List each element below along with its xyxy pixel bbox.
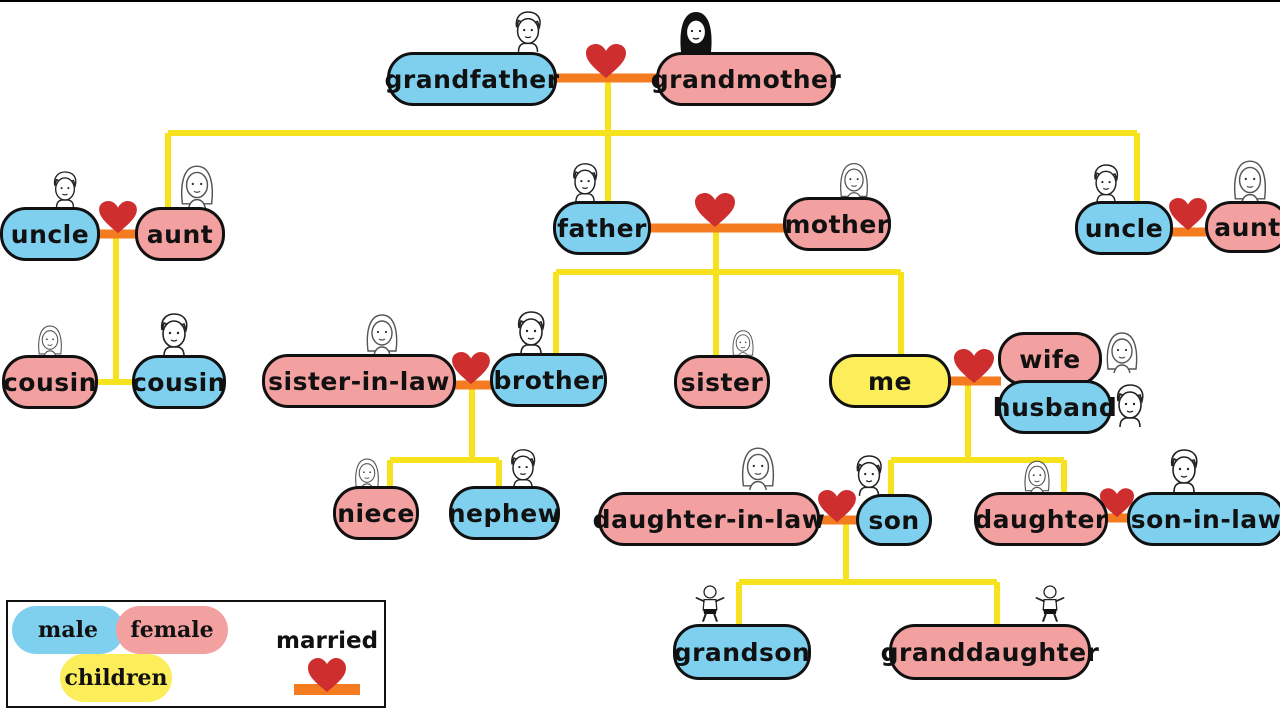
- man-face-icon: [856, 455, 882, 496]
- node-wife: wife: [998, 332, 1102, 386]
- legend-female: female: [116, 606, 228, 654]
- man-face-icon: [573, 163, 598, 202]
- man-face-icon: [1116, 384, 1144, 428]
- node-granddaughter: granddaughter: [881, 624, 1099, 680]
- woman-face-icon: [38, 325, 62, 357]
- baby-icon: [695, 584, 725, 622]
- woman-face-icon: [732, 330, 754, 358]
- man-face-icon: [1094, 164, 1119, 203]
- legend-married-icon: [294, 658, 360, 695]
- node-daughter: daughter: [974, 492, 1108, 546]
- node-son-in-law: son-in-law: [1127, 492, 1280, 546]
- heart-icon: [452, 352, 490, 385]
- node-sister: sister: [674, 355, 770, 409]
- node-aunt-left: aunt: [135, 207, 225, 261]
- node-uncle-left: uncle: [0, 207, 100, 261]
- man-face-icon: [1170, 449, 1198, 492]
- woman-face-icon: [679, 11, 713, 53]
- woman-face-icon: [366, 314, 398, 356]
- node-grandfather: grandfather: [384, 52, 559, 106]
- node-uncle-right: uncle: [1075, 201, 1173, 255]
- man-face-icon: [511, 449, 536, 488]
- node-mother: mother: [783, 197, 891, 251]
- woman-face-icon: [1233, 160, 1267, 203]
- node-husband: husband: [993, 380, 1117, 434]
- node-brother: brother: [490, 353, 607, 407]
- node-me: me: [829, 354, 951, 408]
- woman-face-icon: [180, 165, 214, 208]
- heart-icon: [695, 193, 735, 227]
- woman-face-icon: [741, 447, 775, 490]
- heart-icon: [99, 201, 137, 234]
- legend-married-label: married: [276, 628, 379, 654]
- heart-icon: [586, 44, 626, 78]
- man-face-icon: [515, 11, 541, 52]
- node-grandmother: grandmother: [651, 52, 841, 106]
- legend-children: children: [60, 654, 172, 702]
- heart-icon: [1169, 198, 1207, 231]
- woman-face-icon: [1106, 332, 1138, 374]
- node-niece: niece: [333, 486, 419, 540]
- man-face-icon: [53, 171, 77, 208]
- node-nephew: nephew: [448, 486, 561, 540]
- man-face-icon: [160, 313, 188, 356]
- node-son: son: [856, 494, 932, 546]
- node-sister-in-law: sister-in-law: [262, 354, 456, 408]
- node-cousin-female: cousin: [2, 355, 98, 409]
- node-cousin-male: cousin: [132, 355, 226, 409]
- node-aunt-right: aunt: [1205, 201, 1280, 253]
- node-daughter-in-law: daughter-in-law: [593, 492, 825, 546]
- node-father: father: [553, 201, 651, 255]
- woman-face-icon: [839, 162, 869, 200]
- woman-face-icon: [1024, 460, 1050, 494]
- baby-icon: [1035, 584, 1065, 622]
- node-grandson: grandson: [673, 624, 811, 680]
- man-face-icon: [517, 311, 545, 354]
- legend: male female children married: [6, 600, 386, 708]
- legend-male: male: [12, 606, 124, 654]
